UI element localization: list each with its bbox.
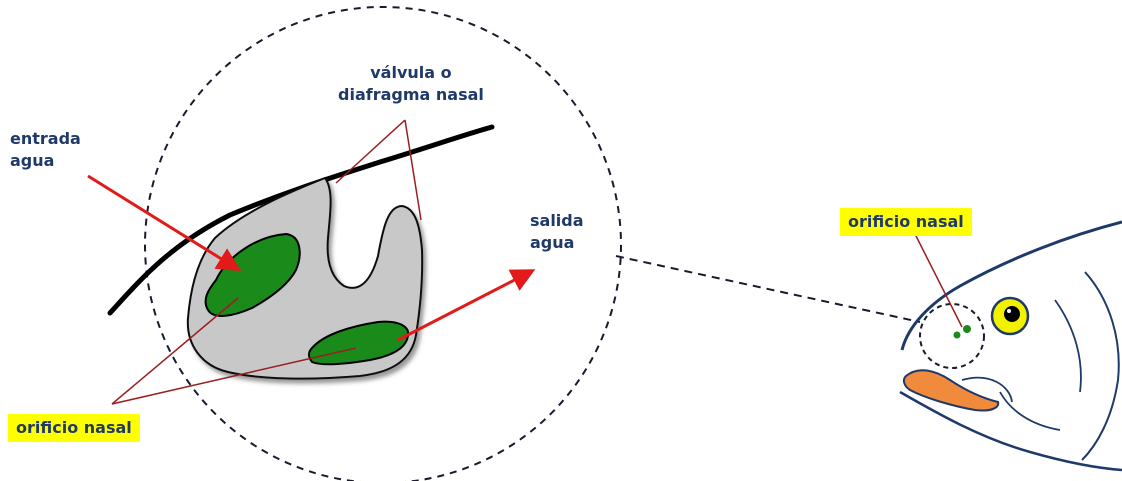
fish-head — [900, 222, 1122, 470]
nostril-detail-circle — [920, 304, 984, 368]
fish-nostril — [954, 332, 961, 339]
label-entrada-line1: entrada — [10, 128, 81, 150]
valvula-pointer-line — [405, 120, 421, 220]
label-salida-line2: agua — [530, 232, 584, 254]
label-valvula-line1: válvula o — [338, 62, 484, 84]
label-salida-agua: salida agua — [530, 210, 584, 254]
label-entrada-agua: entrada agua — [10, 128, 81, 172]
fish-nostril — [963, 325, 971, 333]
label-salida-line1: salida — [530, 210, 584, 232]
valvula-pointer-line — [336, 120, 405, 183]
label-orificio-nasal-right: orificio nasal — [840, 208, 972, 236]
label-valvula-diafragma: válvula o diafragma nasal — [338, 62, 484, 106]
fish-orificio-pointer-line — [914, 232, 962, 327]
label-entrada-line2: agua — [10, 150, 81, 172]
fish-pupil-highlight — [1007, 309, 1011, 313]
label-valvula-line2: diafragma nasal — [338, 84, 484, 106]
fish-lip — [904, 370, 998, 410]
label-orificio-nasal-bottom: orificio nasal — [8, 414, 140, 442]
fish-pupil — [1004, 306, 1020, 322]
magnification-connector-line — [616, 256, 920, 322]
